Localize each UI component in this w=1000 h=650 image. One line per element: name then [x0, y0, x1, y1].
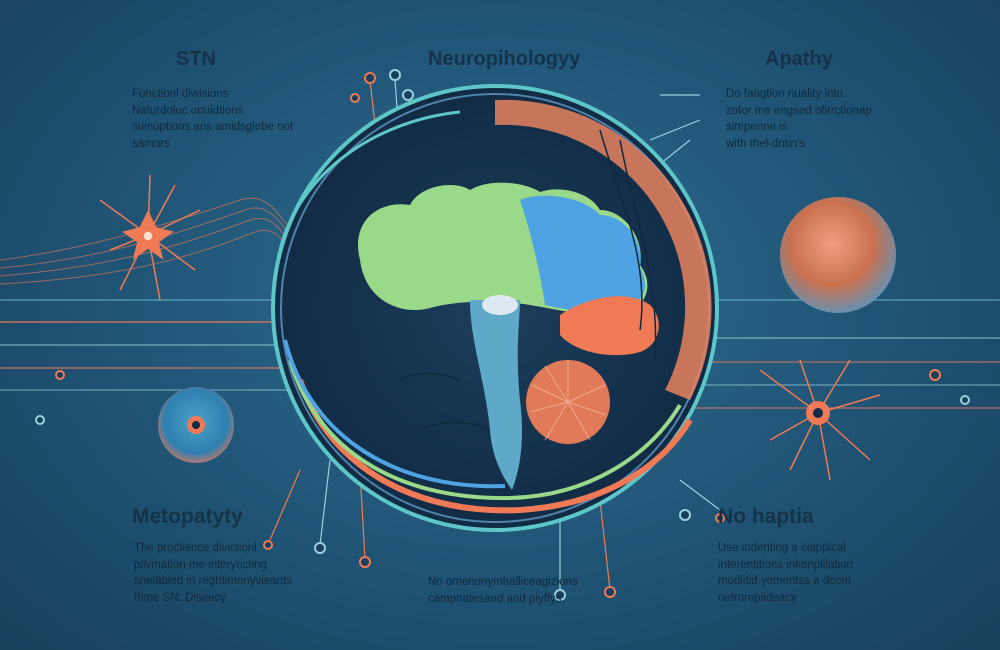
- stn-title: STN: [176, 48, 216, 70]
- connector-nodes: [35, 69, 970, 601]
- neuro-title: Neuropihologyy: [428, 48, 581, 70]
- meto-text: The prociience divictionl plivmation me …: [134, 542, 292, 605]
- stn-text: Functionl diwisions Naturdoluc onuidtion…: [132, 88, 294, 151]
- apathy-text: Do fangtion nuality into zotor me engsed…: [726, 88, 872, 151]
- meto-title: Metopatyty: [132, 505, 243, 528]
- cell-icon: [158, 387, 234, 463]
- nohap-title: No haptia: [718, 505, 814, 528]
- neuron-icon: [759, 359, 881, 481]
- brain-icon: [271, 84, 719, 532]
- nohap-text: Use indenting a ciappical interentitions…: [718, 542, 853, 605]
- cell-icon: [780, 197, 896, 313]
- neuron-icon: [99, 174, 201, 301]
- apathy-title: Apathy: [765, 48, 833, 70]
- center-text: No omenonymhalliceagizions campnatesand …: [428, 576, 578, 605]
